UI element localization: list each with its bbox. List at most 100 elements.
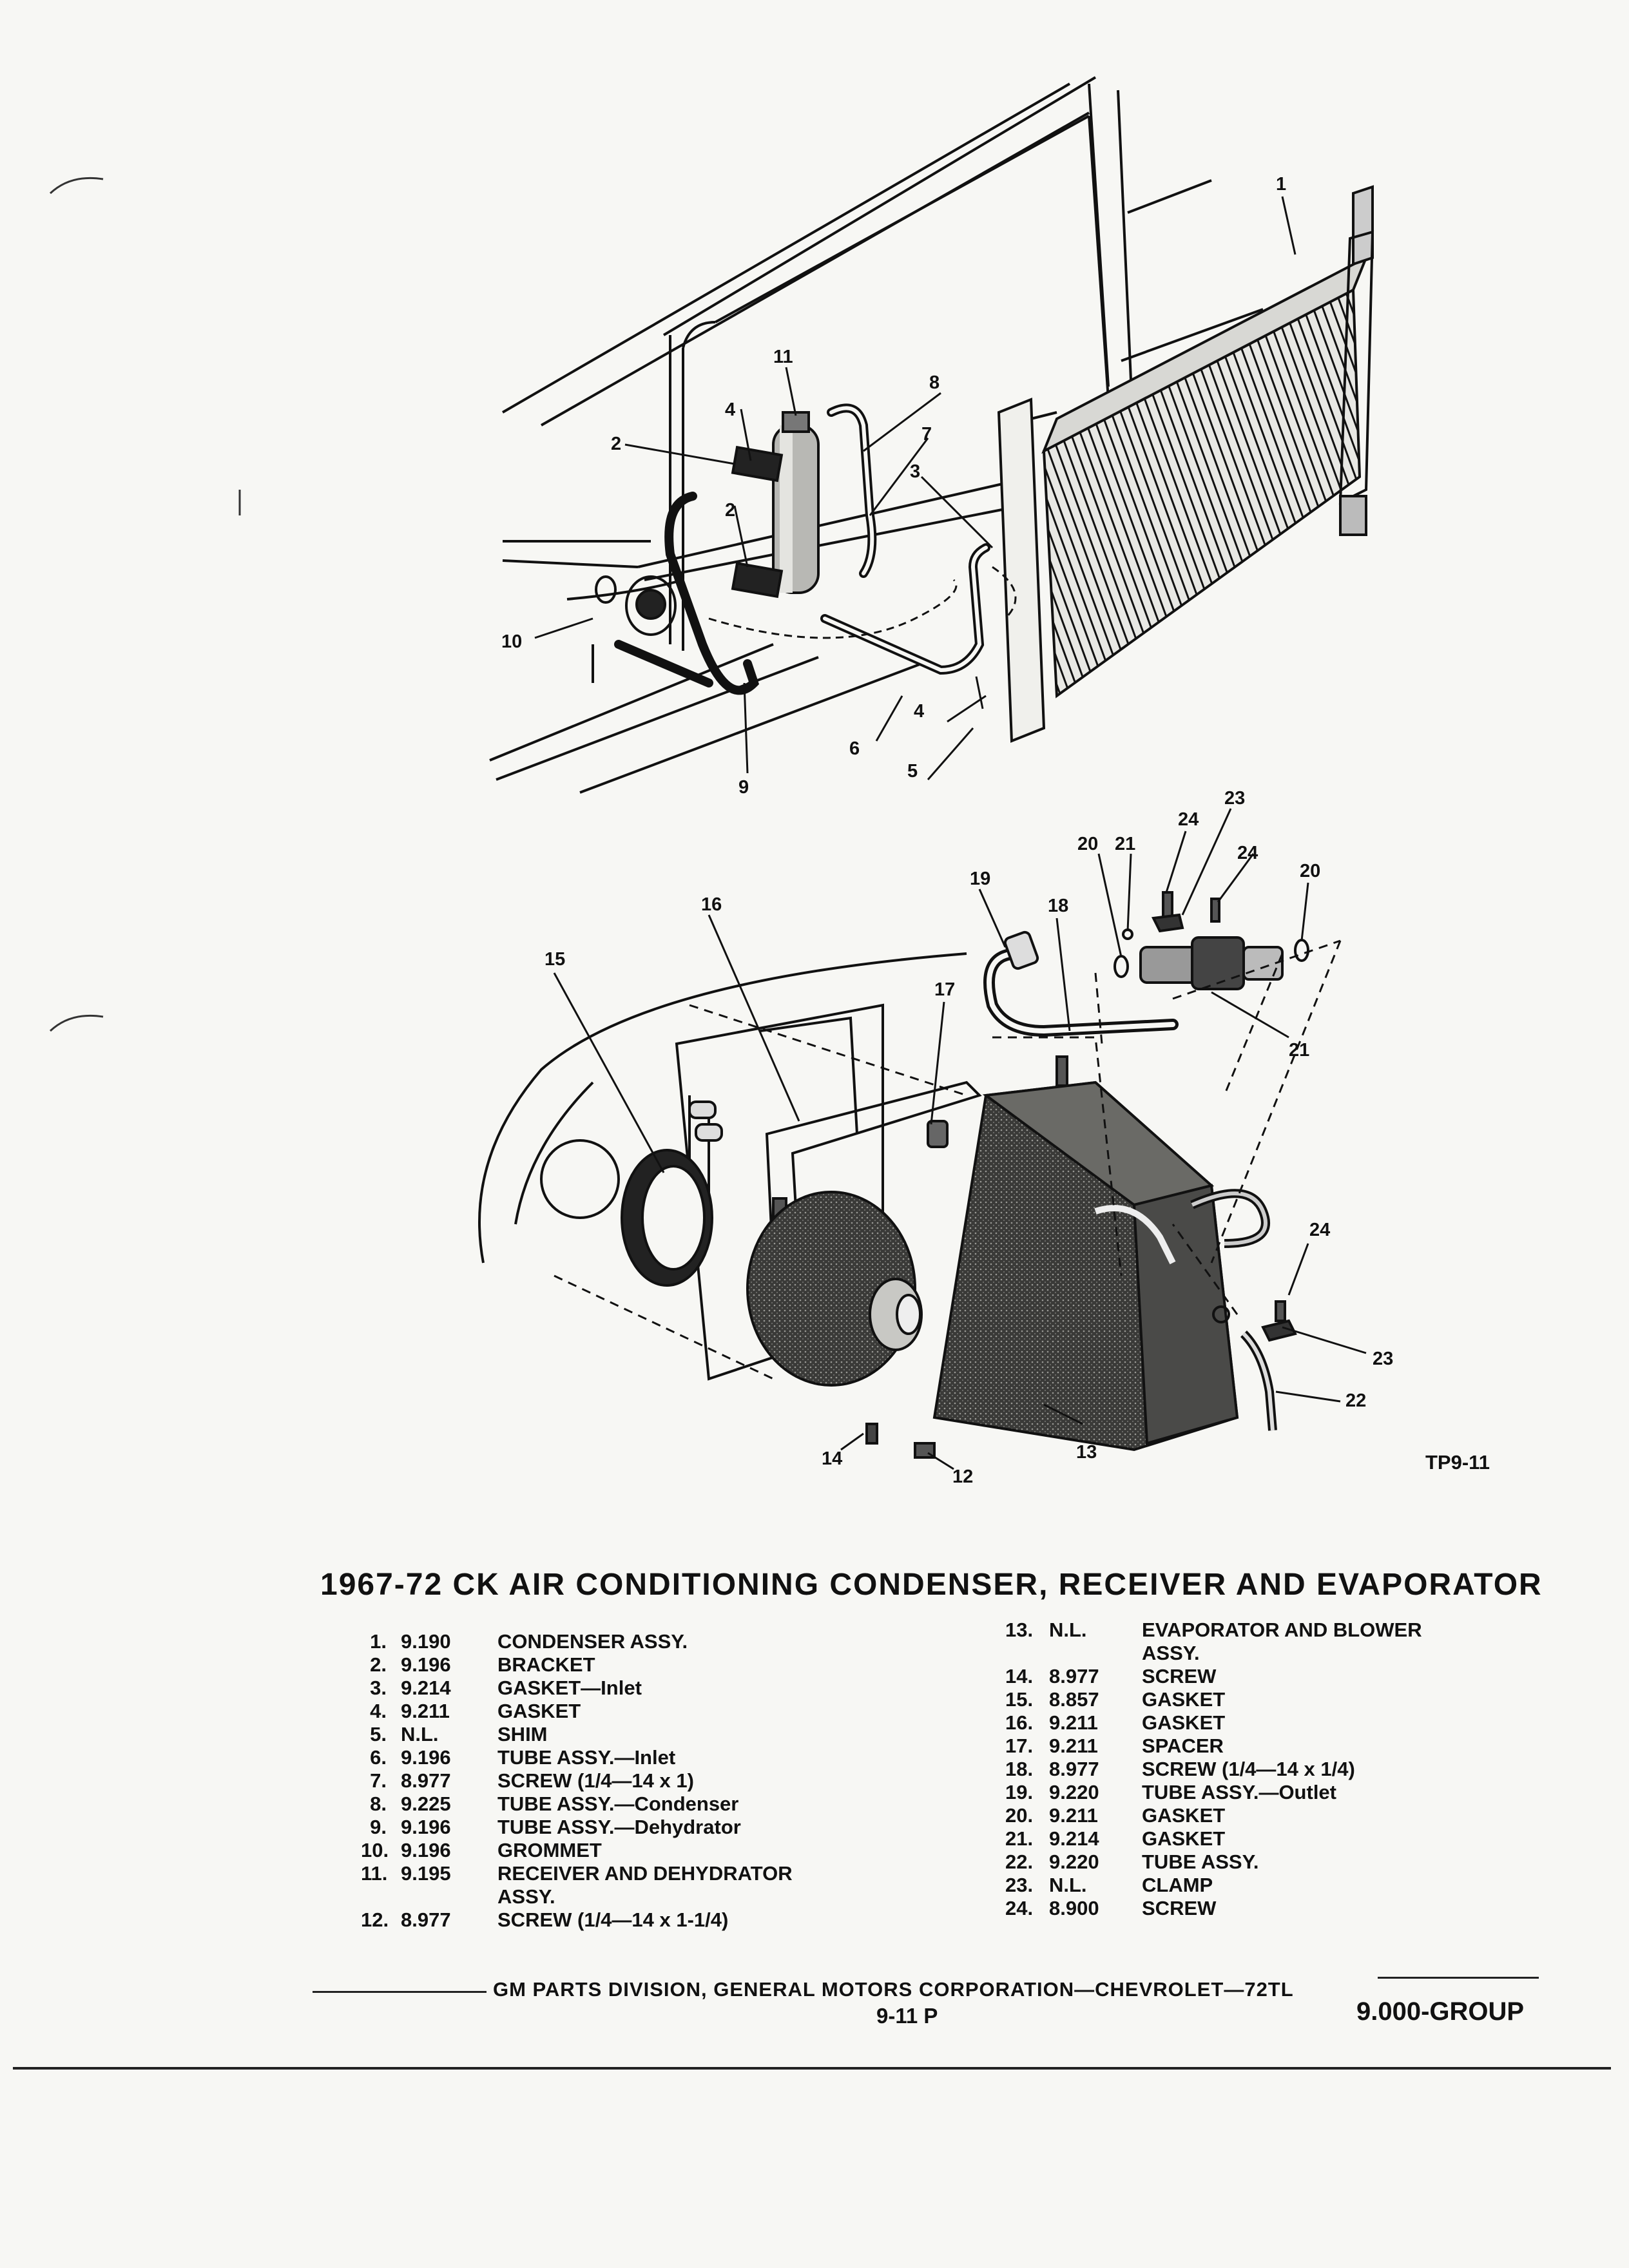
part-number: 11.: [361, 1862, 388, 1885]
part-description: GASKET: [1142, 1711, 1226, 1734]
callout-19: 19: [970, 869, 991, 889]
part-code: 9.211: [1049, 1711, 1098, 1734]
part-description: SCREW: [1142, 1665, 1217, 1687]
part-code: 9.220: [1049, 1781, 1099, 1803]
part-number: 3.: [370, 1677, 387, 1699]
part-description: TUBE ASSY.—Inlet: [497, 1746, 676, 1769]
part-number: 16.: [1005, 1711, 1034, 1734]
plate-code: TP9-11: [1425, 1451, 1490, 1474]
part-number: 18.: [1005, 1758, 1034, 1780]
part-code: N.L.: [401, 1723, 439, 1745]
part-number: 8.: [370, 1792, 387, 1815]
callout-16: 16: [701, 894, 722, 915]
callout-12: 12: [952, 1466, 974, 1487]
part-code: 9.196: [401, 1653, 451, 1676]
group-number: 9.000-GROUP: [1356, 1997, 1525, 2026]
part-description: CONDENSER ASSY.: [497, 1630, 688, 1653]
part-description: TUBE ASSY.—Condenser: [497, 1792, 739, 1815]
callout-2b: 2: [725, 500, 736, 521]
assembly-lines: [554, 939, 1342, 1380]
callout-20b: 20: [1300, 861, 1321, 881]
callout-15: 15: [545, 949, 566, 970]
parts-list-right: 13.N.L.EVAPORATOR AND BLOWER ASSY. 14.8.…: [1005, 1619, 1521, 1928]
part-code: 8.900: [1049, 1897, 1099, 1919]
part-code: 9.196: [401, 1746, 451, 1769]
part-code: 9.214: [401, 1677, 451, 1699]
callout-24b: 24: [1237, 843, 1258, 863]
part-code: 9.211: [401, 1700, 450, 1722]
part-code: 8.977: [1049, 1758, 1099, 1780]
exploded-view-illustration: [49, 76, 1374, 1470]
callout-11: 11: [773, 347, 793, 367]
part-description: GASKET: [497, 1700, 581, 1722]
part-description: SCREW (1/4—14 x 1): [497, 1769, 694, 1792]
part-description: EVAPORATOR AND BLOWER: [1142, 1619, 1422, 1641]
callout-13: 13: [1076, 1442, 1097, 1463]
part-description: SCREW (1/4—14 x 1-1/4): [497, 1908, 729, 1931]
part-number: 9.: [370, 1816, 387, 1838]
part-description: SHIM: [497, 1723, 548, 1745]
part-description: GASKET: [1142, 1804, 1226, 1827]
part-description: TUBE ASSY.: [1142, 1850, 1259, 1873]
part-number: 7.: [370, 1769, 387, 1792]
part-number: 20.: [1005, 1804, 1034, 1827]
part-description: CLAMP: [1142, 1874, 1213, 1896]
part-number: 17.: [1005, 1735, 1034, 1757]
callout-17: 17: [934, 979, 956, 1000]
part-code: 9.196: [401, 1839, 451, 1861]
part-code: N.L.: [1049, 1619, 1087, 1641]
part-number: 5.: [370, 1723, 387, 1745]
callout-20a: 20: [1077, 834, 1099, 854]
part-description: SCREW (1/4—14 x 1/4): [1142, 1758, 1355, 1780]
part-code: 9.225: [401, 1792, 451, 1815]
part-description: GASKET—Inlet: [497, 1677, 642, 1699]
callout-3: 3: [910, 461, 921, 482]
part-description: BRACKET: [497, 1653, 595, 1676]
part-description: RECEIVER AND DEHYDRATOR: [497, 1862, 793, 1885]
part-number: 19.: [1005, 1781, 1034, 1803]
part-number: 21.: [1005, 1827, 1034, 1850]
callout-4b: 4: [914, 701, 925, 722]
part-code: 9.220: [1049, 1850, 1099, 1873]
callout-9: 9: [738, 777, 749, 798]
upper-leaders: [534, 196, 1296, 780]
callout-4a: 4: [725, 399, 736, 420]
upper-view: [489, 76, 1264, 794]
part-code: 9.211: [1049, 1804, 1098, 1827]
margin-marks: [49, 177, 241, 1032]
part-description: TUBE ASSY.—Dehydrator: [497, 1816, 741, 1838]
part-description: GASKET: [1142, 1688, 1226, 1711]
footer-rule-right: [1378, 1977, 1539, 1979]
part-description: ASSY.: [1142, 1642, 1200, 1664]
callout-6: 6: [849, 738, 860, 759]
part-number: 10.: [361, 1839, 389, 1861]
part-number: 24.: [1005, 1897, 1034, 1919]
callout-24a: 24: [1178, 809, 1199, 830]
part-description: ASSY.: [497, 1885, 555, 1908]
part-code: 8.857: [1049, 1688, 1099, 1711]
footer-rule-left: [313, 1991, 487, 1993]
part-number: 2.: [370, 1653, 387, 1676]
receiver-dehydrator: [731, 411, 820, 599]
part-code: 8.977: [401, 1908, 451, 1931]
callout-23b: 23: [1373, 1349, 1394, 1369]
part-code: 8.977: [1049, 1665, 1099, 1687]
lower-leaders: [553, 808, 1367, 1470]
page-title: 1967-72 CK AIR CONDITIONING CONDENSER, R…: [320, 1568, 1543, 1602]
part-number: 4.: [370, 1700, 387, 1722]
callout-21a: 21: [1115, 834, 1136, 854]
callout-23a: 23: [1224, 788, 1246, 809]
callout-10: 10: [501, 631, 523, 652]
part-code: 9.211: [1049, 1735, 1098, 1757]
bottom-rule: [13, 2067, 1611, 2070]
blower-gasket: [621, 1149, 713, 1287]
part-number: 23.: [1005, 1874, 1034, 1896]
callout-2a: 2: [611, 434, 622, 454]
part-code: N.L.: [1049, 1874, 1087, 1896]
callout-1: 1: [1276, 174, 1287, 195]
part-number: 14.: [1005, 1665, 1034, 1687]
page-number: 9-11 P: [876, 2004, 938, 2028]
outlet-tube-and-fittings: [865, 891, 1309, 1459]
part-number: 6.: [370, 1746, 387, 1769]
